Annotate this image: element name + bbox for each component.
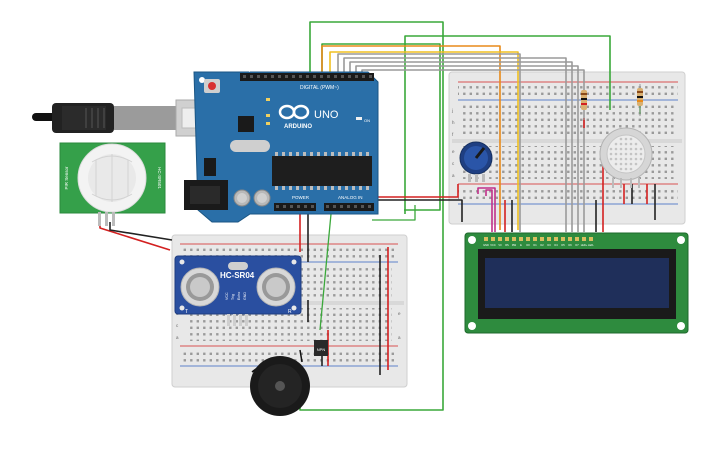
lcd-pin [568,237,572,241]
lcd-pin [505,237,509,241]
model-label: UNO [314,109,339,121]
lcd-pin [575,237,579,241]
piezo-buzzer [250,349,310,416]
resistor-2 [637,84,643,116]
lcd-pin-label: LED- [588,243,594,247]
row-label: a [176,335,179,340]
row-label: c [452,161,455,166]
transistor-label: NPN [317,347,326,352]
row-label: a [452,173,455,178]
crystal [230,140,270,152]
lcd-pin [526,237,530,241]
pir-sensor: PIR Sensor HC-SR501 [59,142,166,226]
receiver-transducer [256,267,296,307]
lcd-pin [491,237,495,241]
pin-label-gnd: GND [243,292,247,300]
row-label: c [176,323,179,328]
analog-label: ANALOG IN [338,195,363,200]
power-label: POWER [292,195,310,200]
gas-sensor [599,127,653,188]
lcd-pin-label: VCC [490,243,496,247]
pir-label-left: PIR Sensor [64,166,69,190]
lcd-pin [540,237,544,241]
lcd-pin [547,237,551,241]
pin-label-echo: Echo [237,292,241,300]
lcd-pin-label: LED+ [581,243,588,247]
lcd-pin [512,237,516,241]
lcd-pin [498,237,502,241]
power-header [274,203,316,211]
lcd-pin-label: D1 [533,243,537,247]
ultrasonic-model-label: HC-SR04 [220,271,255,280]
lcd-pin [554,237,558,241]
lcd-pin-label: GND [483,243,489,247]
pin-label-vcc: VCC [225,292,229,300]
row-label: e [398,311,401,316]
transmitter-transducer [180,267,220,307]
lcd-pin [533,237,537,241]
usb-chip [238,116,254,132]
lcd-pin [484,237,488,241]
ultrasonic-sensor: HC-SR04 T R VCC Trig Echo GND [174,255,302,326]
lcd-pin-label: D7 [575,243,579,247]
lcd-pin-label: D3 [547,243,551,247]
row-label: e [452,149,455,154]
potentiometer[interactable] [459,141,493,182]
lcd-pin-label: RW [512,243,517,247]
transmitter-mark: T [185,309,188,315]
usb-cable [32,99,211,137]
npn-transistor: NPN [314,340,328,356]
lcd-pin-label: D0 [526,243,530,247]
resistor-1 [581,84,587,120]
digital-label: DIGITAL (PWM~) [300,85,339,91]
lcd-pin-label: V0 [498,243,502,247]
row-label: f [452,132,454,137]
lcd-pin [561,237,565,241]
lcd-pin [519,237,523,241]
arduino-uno-board: AREF DIGITAL (PWM~) ARDUINO UNO ON [184,61,379,223]
aref-label: AREF [246,61,251,72]
brand-label: ARDUINO [284,124,312,130]
arduino-logo: ARDUINO UNO [278,104,339,130]
pin-label-trig: Trig [231,294,235,300]
lcd-pin-label: D5 [561,243,565,247]
receiver-mark: R [288,309,292,315]
row-label: h [452,120,455,125]
pir-label-right: HC-SR501 [157,167,162,189]
lcd-pin-label: E [520,243,522,247]
lcd-pin-label: D2 [540,243,544,247]
row-label: a [398,335,401,340]
lcd-pin [582,237,586,241]
lcd-pin-label: RS [505,243,509,247]
lcd-pin [589,237,593,241]
on-label: ON [364,118,370,123]
lcd-pin-label: D6 [568,243,572,247]
row-label: j [451,108,453,113]
lcd-screen [485,258,669,308]
lcd-pin-label: D4 [554,243,558,247]
atmega-chip [272,156,372,186]
